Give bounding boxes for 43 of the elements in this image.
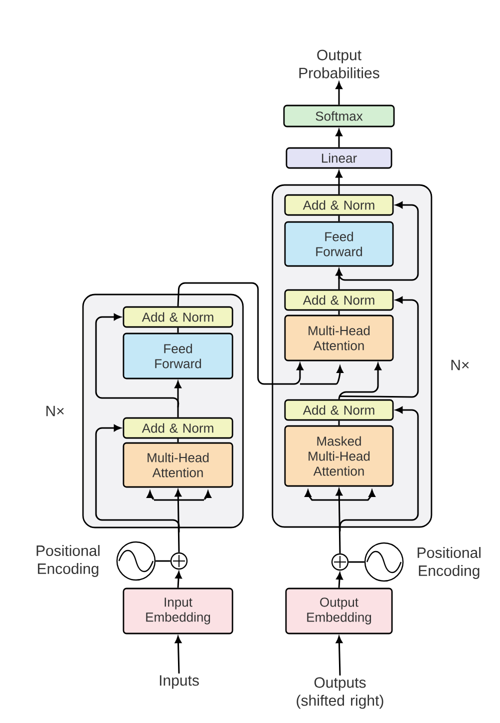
feed-forward-box: Feed Forward xyxy=(284,221,394,267)
add-symbol xyxy=(331,553,349,571)
add-norm-box: Add & Norm xyxy=(284,194,394,216)
output-label: Outputs (shifted right) xyxy=(296,677,384,709)
arrow xyxy=(338,202,419,281)
arrow xyxy=(336,82,342,105)
linear-box: Linear xyxy=(286,147,392,169)
arrow xyxy=(175,571,182,588)
arrow xyxy=(336,572,343,588)
embedding-box: Output Embedding xyxy=(285,588,393,634)
arrow xyxy=(177,282,344,385)
arrow xyxy=(174,636,182,674)
arrow xyxy=(338,296,419,398)
arrow xyxy=(336,129,342,148)
arrow xyxy=(174,381,182,418)
arrow xyxy=(95,314,180,408)
arrow xyxy=(95,424,180,532)
feed-forward-box: Feed Forward xyxy=(122,332,234,380)
output-label: Output Probabilities xyxy=(299,50,380,78)
repeat-label: N× xyxy=(46,406,64,416)
add-symbol xyxy=(170,552,188,570)
arrow xyxy=(336,268,342,290)
attention-box: Multi-Head Attention xyxy=(284,314,394,362)
arrow xyxy=(338,363,382,400)
input-label: Inputs xyxy=(160,675,199,689)
arrow xyxy=(304,488,376,554)
add-norm-box: Add & Norm xyxy=(122,417,234,439)
embedding-box: Input Embedding xyxy=(122,588,234,634)
positional-encoding-symbol xyxy=(116,541,156,581)
positional-encoding-label: Positional Encoding xyxy=(36,545,100,577)
add-norm-box: Add & Norm xyxy=(284,399,394,421)
positional-encoding-label: Positional Encoding xyxy=(418,547,480,579)
positional-encoding-symbol xyxy=(364,542,404,582)
arrow xyxy=(336,636,343,676)
arrow xyxy=(336,170,342,194)
arrow xyxy=(146,490,212,552)
arrow xyxy=(339,406,419,532)
attention-box: Masked Multi-Head Attention xyxy=(284,425,394,487)
add-norm-box: Add & Norm xyxy=(122,306,234,328)
add-norm-box: Add & Norm xyxy=(284,289,394,311)
softmax-box: Softmax xyxy=(283,104,395,128)
attention-box: Multi-Head Attention xyxy=(122,442,234,488)
repeat-label: N× xyxy=(451,360,469,370)
